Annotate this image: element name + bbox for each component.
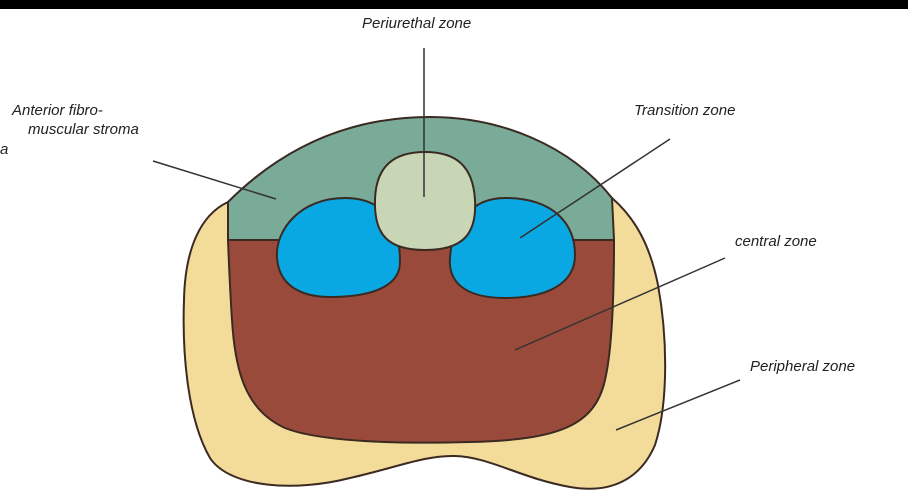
label-stroma-line1: Anterior fibro- [12,101,103,121]
label-peripheral-zone: Peripheral zone [750,357,908,377]
label-periurethral-zone: Periurethal zone [362,14,471,34]
label-stray-fragment: a [0,140,8,160]
periurethral-zone-shape [375,152,475,250]
label-stroma-line2: muscular stroma [28,120,139,140]
label-transition-zone: Transition zone [634,101,735,121]
label-central-zone: central zone [735,232,817,252]
